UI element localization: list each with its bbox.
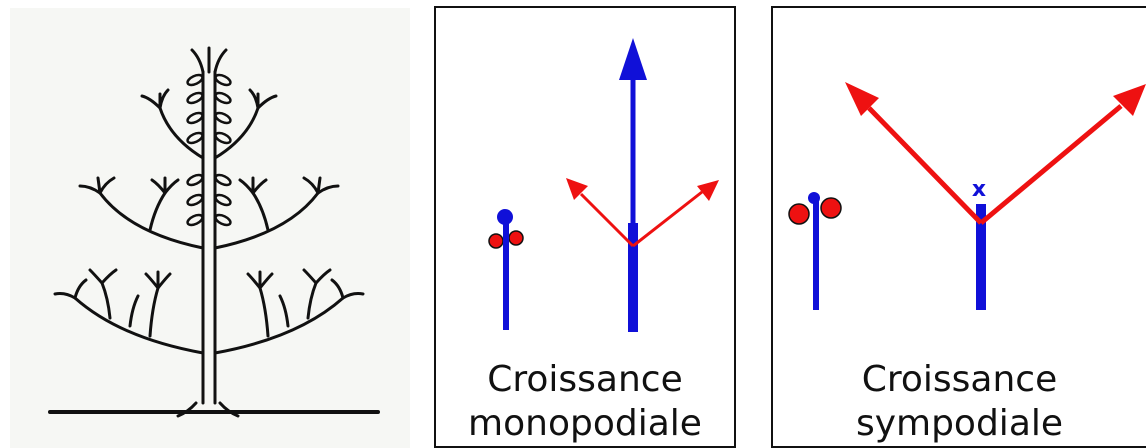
sympodial-main-axis: x [972, 177, 986, 310]
sympodial-growth-diagram: x [788, 82, 1146, 310]
left-lateral-arrow-icon [566, 178, 588, 200]
monopodial-main-axis [619, 38, 647, 332]
left-lateral-arrow-icon [845, 82, 879, 116]
sympodial-growth-panel: x Croissance sympodiale [771, 6, 1146, 448]
sympodial-caption-line1: Croissance [861, 359, 1058, 400]
monopodial-growth-panel: Croissance monopodiale [434, 6, 736, 448]
monopodial-caption-line1: Croissance [487, 359, 683, 400]
arrested-apex-mark: x [972, 177, 986, 202]
right-lateral-arrow-icon [1113, 84, 1146, 116]
sympodial-caption-line2: sympodiale [855, 403, 1064, 444]
branching-tree-icon [48, 46, 380, 418]
right-lateral-arrow-icon [697, 180, 719, 201]
monopodial-caption-line2: monopodiale [468, 403, 702, 444]
sympodial-lateral-arrows [845, 82, 1146, 225]
tree-illustration-panel [10, 8, 410, 448]
sympodial-small-stem [788, 192, 842, 310]
monopodial-small-stem [488, 209, 524, 330]
monopodial-lateral-arrows [566, 178, 719, 248]
monopodial-growth-diagram [488, 38, 719, 332]
terminal-growth-arrow-icon [619, 38, 647, 80]
